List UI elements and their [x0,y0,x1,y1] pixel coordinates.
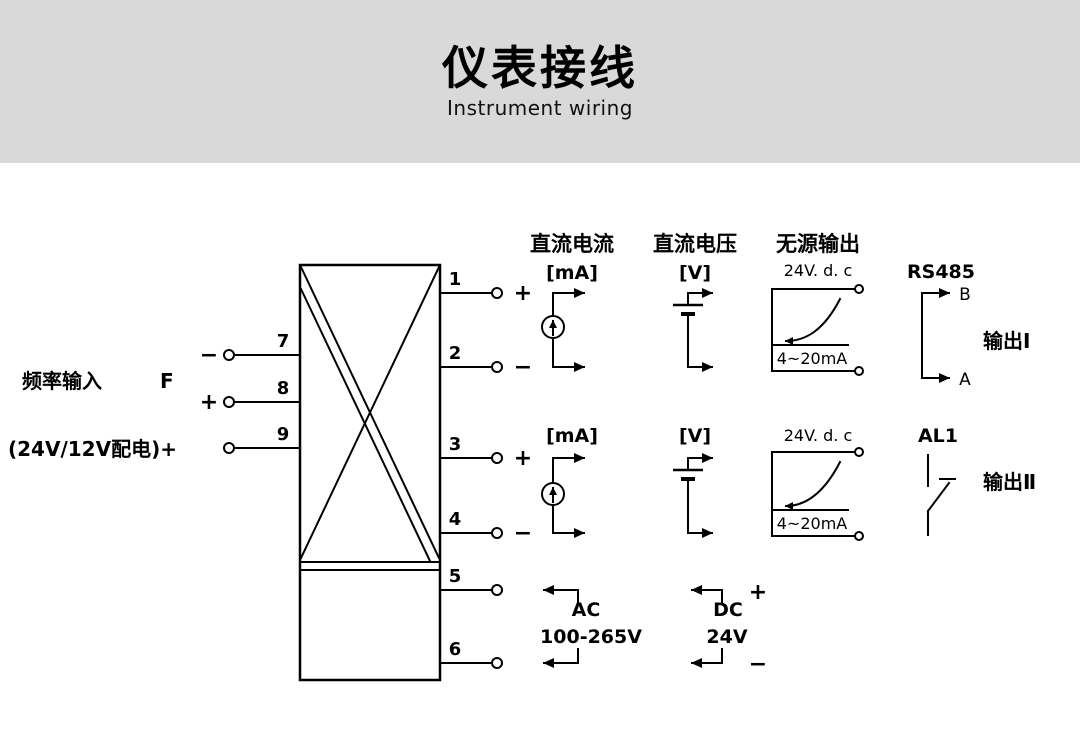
rs485-a-label: A [959,370,971,390]
freq-minus-sign: − [200,343,218,368]
terminal-4-number: 4 [449,509,462,530]
dc-voltage-unit-1: [V] [679,262,711,284]
terminal-8-number: 8 [277,378,290,399]
ac-label: AC [572,599,601,621]
terminal-2-screw [491,361,503,373]
alarm-relay-contact-icon [926,454,956,536]
terminal-6-screw [491,657,503,669]
passive-output-top-terminal-1 [854,284,864,294]
rs485-b-label: B [959,285,971,305]
terminal-1-number: 1 [449,269,462,290]
power-flow-arrow-icon [784,460,842,510]
terminal-1-screw [491,287,503,299]
rs485-header: RS485 [907,261,975,283]
terminal-4-sign: − [514,521,532,546]
passive-output-symbol-2: 4~20mA [771,447,864,541]
instrument-block [298,263,442,682]
freq-symbol: F [160,369,174,393]
passive-output-header: 无源输出 [776,232,860,256]
passive-output-bottom-terminal-2 [854,531,864,541]
ac-power-symbol: AC 100-265V [540,585,642,668]
passive-range-2: 4~20mA [777,514,848,533]
terminal-3-screw [491,452,503,464]
dc-label: DC [713,599,743,621]
terminal-2-number: 2 [449,343,462,364]
dc-current-symbol-1 [541,288,585,372]
passive-output-top-terminal-2 [854,447,864,457]
page-title: 仪表接线 [442,41,638,96]
dc-current-unit-1: [mA] [546,262,598,284]
terminal-5-number: 5 [449,566,462,587]
dc-current-header: 直流电流 [530,232,614,256]
dc-current-unit-2: [mA] [546,425,598,447]
output-2-label: 输出Ⅱ [983,470,1036,494]
ac-range-label: 100-265V [540,626,642,648]
terminal-9-screw [223,442,235,454]
terminal-3-sign: + [514,446,532,471]
output-1-label: 输出Ⅰ [983,329,1030,353]
dc-plus-sign: + [749,580,767,605]
passive-output-bottom-terminal-1 [854,366,864,376]
dc-value-label: 24V [706,626,747,648]
terminal-9-number: 9 [277,424,290,445]
terminal-8-screw [223,396,235,408]
dc-voltage-unit-2: [V] [679,425,711,447]
power-flow-arrow-icon [784,297,842,345]
page-header: 仪表接线 Instrument wiring [0,0,1080,163]
power-distribution-label: (24V/12V配电)+ [8,437,177,461]
terminal-3-number: 3 [449,434,462,455]
rs485-symbol: B A [921,285,971,390]
column-headers: 直流电流 [mA] 直流电压 [V] 无源输出 24V. d. c RS485 [530,232,975,284]
left-terminals: 7 8 9 − + 频率输入 F (24V/12V配电)+ [8,331,301,461]
dc-power-symbol: DC 24V + − [691,580,767,677]
dc-voltage-symbol-2 [673,453,713,538]
right-terminals: 1 2 3 4 5 6 + − + − [439,269,532,669]
alarm-1-header: AL1 [918,425,958,447]
dc-current-symbol-2 [541,453,585,538]
terminal-7-screw [223,349,235,361]
terminal-2-sign: − [514,355,532,380]
terminal-6-number: 6 [449,639,462,660]
dc-voltage-symbol-1 [673,288,713,372]
page-subtitle: Instrument wiring [447,95,633,120]
terminal-1-sign: + [514,281,532,306]
row2-headers: [mA] [V] 24V. d. c AL1 [546,425,958,447]
dc-minus-sign: − [749,652,767,677]
passive-voltage-label-2: 24V. d. c [784,426,853,445]
terminal-7-number: 7 [277,331,290,352]
freq-plus-sign: + [200,390,218,415]
terminal-4-screw [491,527,503,539]
terminal-5-screw [491,584,503,596]
passive-output-symbol-1: 4~20mA [771,284,864,376]
dc-voltage-header: 直流电压 [653,232,737,256]
passive-voltage-label-1: 24V. d. c [784,261,853,280]
passive-range-1: 4~20mA [777,349,848,368]
freq-input-label: 频率输入 [22,369,102,393]
